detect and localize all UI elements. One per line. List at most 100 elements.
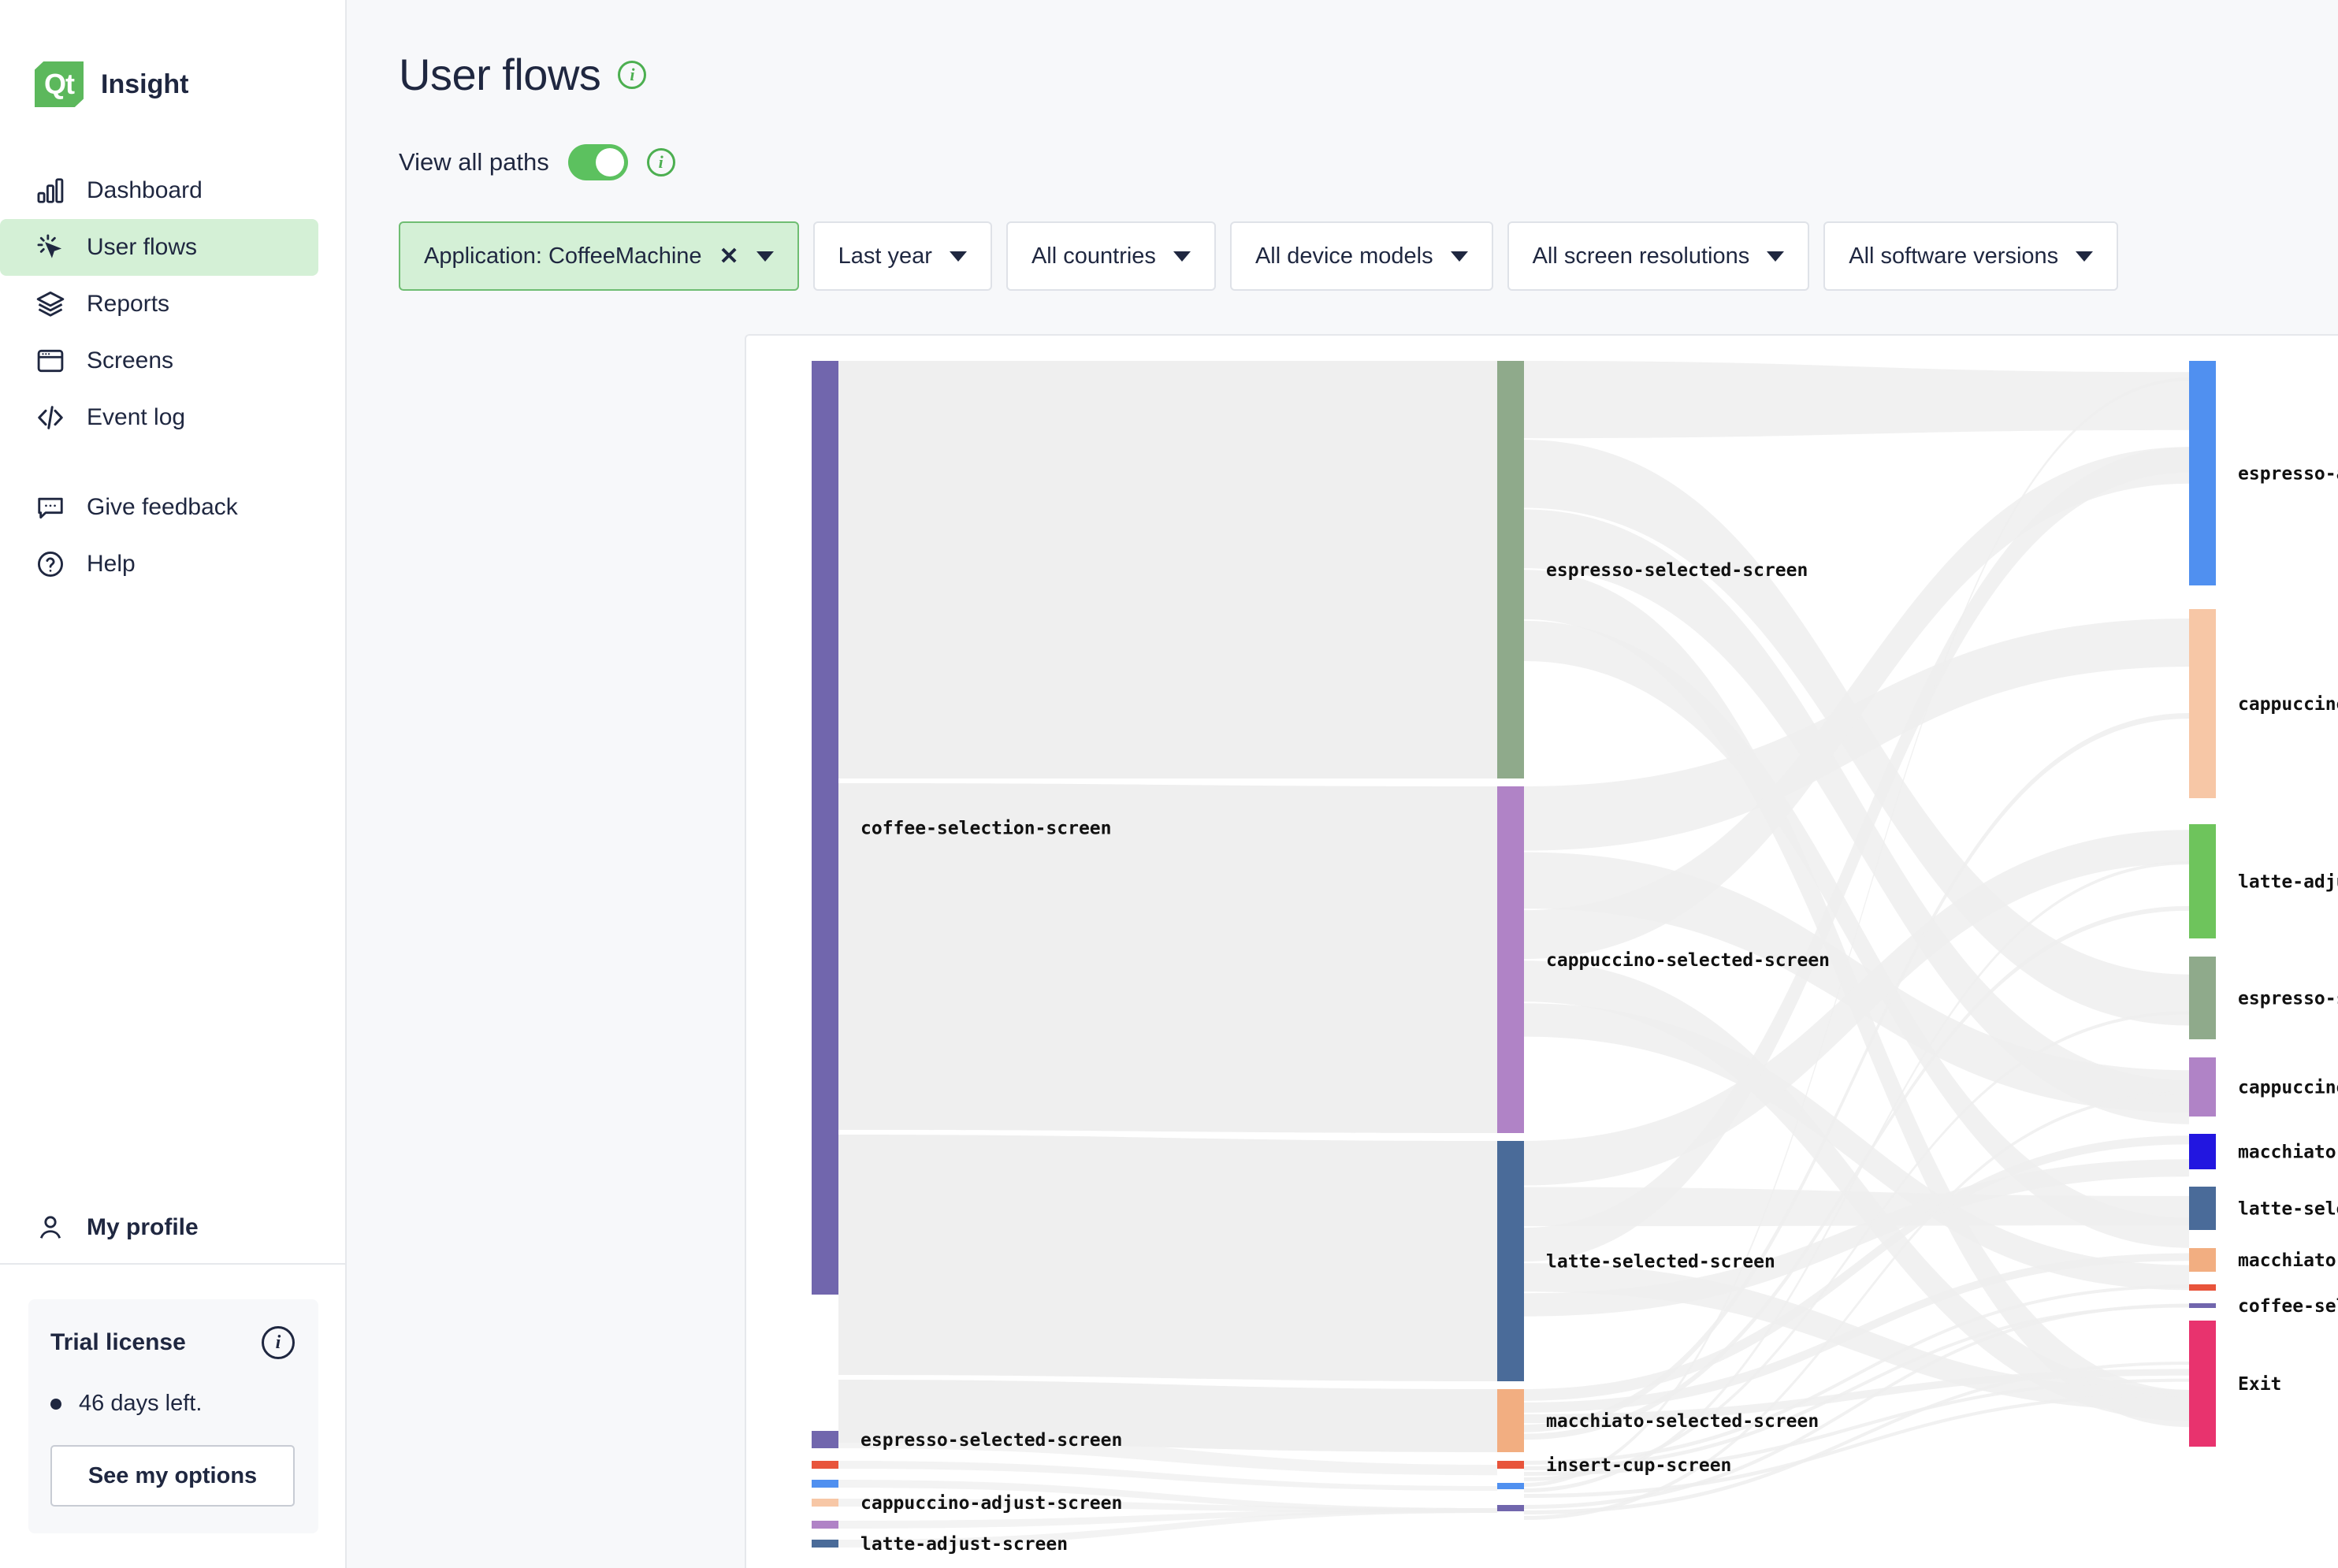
sankey-link[interactable]: [1524, 1303, 2189, 1509]
view-all-paths-label: View all paths: [399, 148, 549, 176]
sankey-node-label: espresso-selected-screen: [860, 1430, 1122, 1451]
sidebar-item-give-feedback[interactable]: Give feedback: [0, 479, 318, 536]
sankey-link[interactable]: [1524, 377, 2189, 1487]
sankey-node[interactable]: [2189, 1303, 2216, 1308]
sankey-node[interactable]: [812, 361, 838, 1295]
filter-screen-resolutions[interactable]: All screen resolutions: [1507, 221, 1810, 291]
sankey-link[interactable]: [838, 1499, 1497, 1513]
see-my-options-button[interactable]: See my options: [50, 1445, 295, 1507]
filter-time-range[interactable]: Last year: [812, 221, 992, 291]
sankey-link[interactable]: [1524, 447, 2189, 1262]
sidebar-item-label: Reports: [87, 291, 170, 317]
sankey-node[interactable]: [2189, 1134, 2216, 1169]
sankey-node[interactable]: [812, 1521, 838, 1529]
sankey-link[interactable]: [1524, 1187, 2189, 1227]
sankey-link[interactable]: [1524, 619, 2189, 851]
sankey-node[interactable]: [812, 1499, 838, 1507]
sankey-link[interactable]: [1524, 852, 2189, 1113]
sankey-link[interactable]: [838, 361, 1497, 778]
brand: Qt Insight: [0, 0, 345, 107]
filter-software-versions[interactable]: All software versions: [1823, 221, 2119, 291]
sankey-link[interactable]: [1524, 1362, 2189, 1514]
sankey-link[interactable]: [1524, 1369, 2189, 1424]
sankey-link[interactable]: [1524, 447, 2189, 960]
sankey-link[interactable]: [838, 783, 1497, 1133]
sankey-node[interactable]: [812, 1431, 838, 1448]
sidebar-item-user-flows[interactable]: User flows: [0, 219, 318, 276]
filter-label: All software versions: [1849, 243, 2059, 269]
info-icon[interactable]: i: [618, 60, 647, 89]
close-icon[interactable]: ✕: [719, 243, 739, 269]
filter-countries[interactable]: All countries: [1005, 221, 1216, 291]
sidebar-item-dashboard[interactable]: Dashboard: [0, 162, 318, 219]
sankey-node[interactable]: [2189, 824, 2216, 938]
view-all-paths-toggle[interactable]: [567, 144, 628, 180]
sankey-node[interactable]: [812, 1461, 838, 1469]
sankey-node-label: latte-selected-screen: [1546, 1252, 1775, 1273]
sankey-link[interactable]: [1524, 1253, 2189, 1413]
sankey-link[interactable]: [838, 1431, 1497, 1476]
sankey-node[interactable]: [2189, 609, 2216, 798]
sankey-link[interactable]: [1524, 905, 2189, 1440]
info-icon[interactable]: i: [646, 148, 675, 176]
sankey-node[interactable]: [1497, 1141, 1524, 1381]
sidebar-item-reports[interactable]: Reports: [0, 276, 318, 333]
sankey-node[interactable]: [2189, 361, 2216, 585]
bar-chart-icon: [35, 175, 66, 206]
sankey-link[interactable]: [1524, 1003, 2189, 1291]
sidebar-item-label: Help: [87, 551, 136, 577]
sankey-link[interactable]: [1524, 1378, 2189, 1476]
sankey-node-label: macchiato-adjust-screen: [2238, 1143, 2338, 1163]
sankey-link[interactable]: [1524, 620, 2189, 1248]
sankey-node[interactable]: [1497, 1483, 1524, 1489]
sidebar-item-event-log[interactable]: Event log: [0, 389, 318, 446]
sankey-node-label: espresso-selected-screen: [2238, 989, 2338, 1009]
sankey-link[interactable]: [838, 1135, 1497, 1381]
sankey-link[interactable]: [1524, 1159, 2189, 1317]
sidebar-item-help[interactable]: Help: [0, 536, 318, 593]
sankey-link[interactable]: [1524, 509, 2189, 1124]
sankey-link[interactable]: [838, 1461, 1497, 1491]
sankey-node[interactable]: [812, 1540, 838, 1548]
sankey-node[interactable]: [812, 1480, 838, 1488]
sankey-node[interactable]: [2189, 1057, 2216, 1117]
sankey-node[interactable]: [1497, 361, 1524, 778]
code-icon: [35, 402, 66, 433]
sankey-link[interactable]: [1524, 1135, 2189, 1401]
sankey-node[interactable]: [2189, 1321, 2216, 1447]
sankey-node[interactable]: [2189, 1187, 2216, 1230]
sankey-link[interactable]: [1524, 830, 2189, 1186]
sankey-node[interactable]: [1497, 1461, 1524, 1469]
sankey-node[interactable]: [1497, 1389, 1524, 1452]
brand-name: Insight: [101, 69, 189, 99]
sankey-link[interactable]: [1524, 713, 2189, 1432]
filter-application[interactable]: Application: CoffeeMachine ✕: [399, 221, 799, 291]
sankey-link[interactable]: [1524, 861, 2189, 1492]
sidebar-item-label: Dashboard: [87, 177, 203, 203]
filter-label: Last year: [838, 243, 932, 269]
sankey-link[interactable]: [838, 1480, 1497, 1513]
sankey-link[interactable]: [1524, 1393, 2189, 1498]
sankey-link[interactable]: [1524, 1091, 2189, 1520]
sidebar-item-my-profile[interactable]: My profile: [0, 1192, 345, 1265]
sankey-node-label: cappuccino-selected-screen: [1546, 950, 1830, 971]
sankey-link[interactable]: [838, 1508, 1497, 1548]
sankey-node[interactable]: [1497, 1505, 1524, 1511]
sankey-node[interactable]: [2189, 957, 2216, 1039]
sankey-link[interactable]: [1524, 960, 2189, 1421]
sankey-link[interactable]: [1524, 1011, 2189, 1481]
chevron-down-icon: [756, 251, 774, 262]
sankey-node[interactable]: [2189, 1284, 2216, 1291]
filter-device-models[interactable]: All device models: [1229, 221, 1493, 291]
info-icon[interactable]: i: [262, 1326, 295, 1359]
sankey-link[interactable]: [1524, 1284, 2189, 1465]
sidebar-item-screens[interactable]: Screens: [0, 333, 318, 389]
sankey-node[interactable]: [2189, 1248, 2216, 1272]
sankey-link[interactable]: [1524, 1304, 2189, 1470]
sankey-node[interactable]: [1497, 786, 1524, 1133]
sankey-node-label: espresso-adjust-screen: [2238, 464, 2338, 485]
page-header: User flows i: [347, 0, 2338, 100]
sankey-link[interactable]: [1524, 361, 2189, 439]
sankey-link[interactable]: [838, 1380, 1497, 1452]
